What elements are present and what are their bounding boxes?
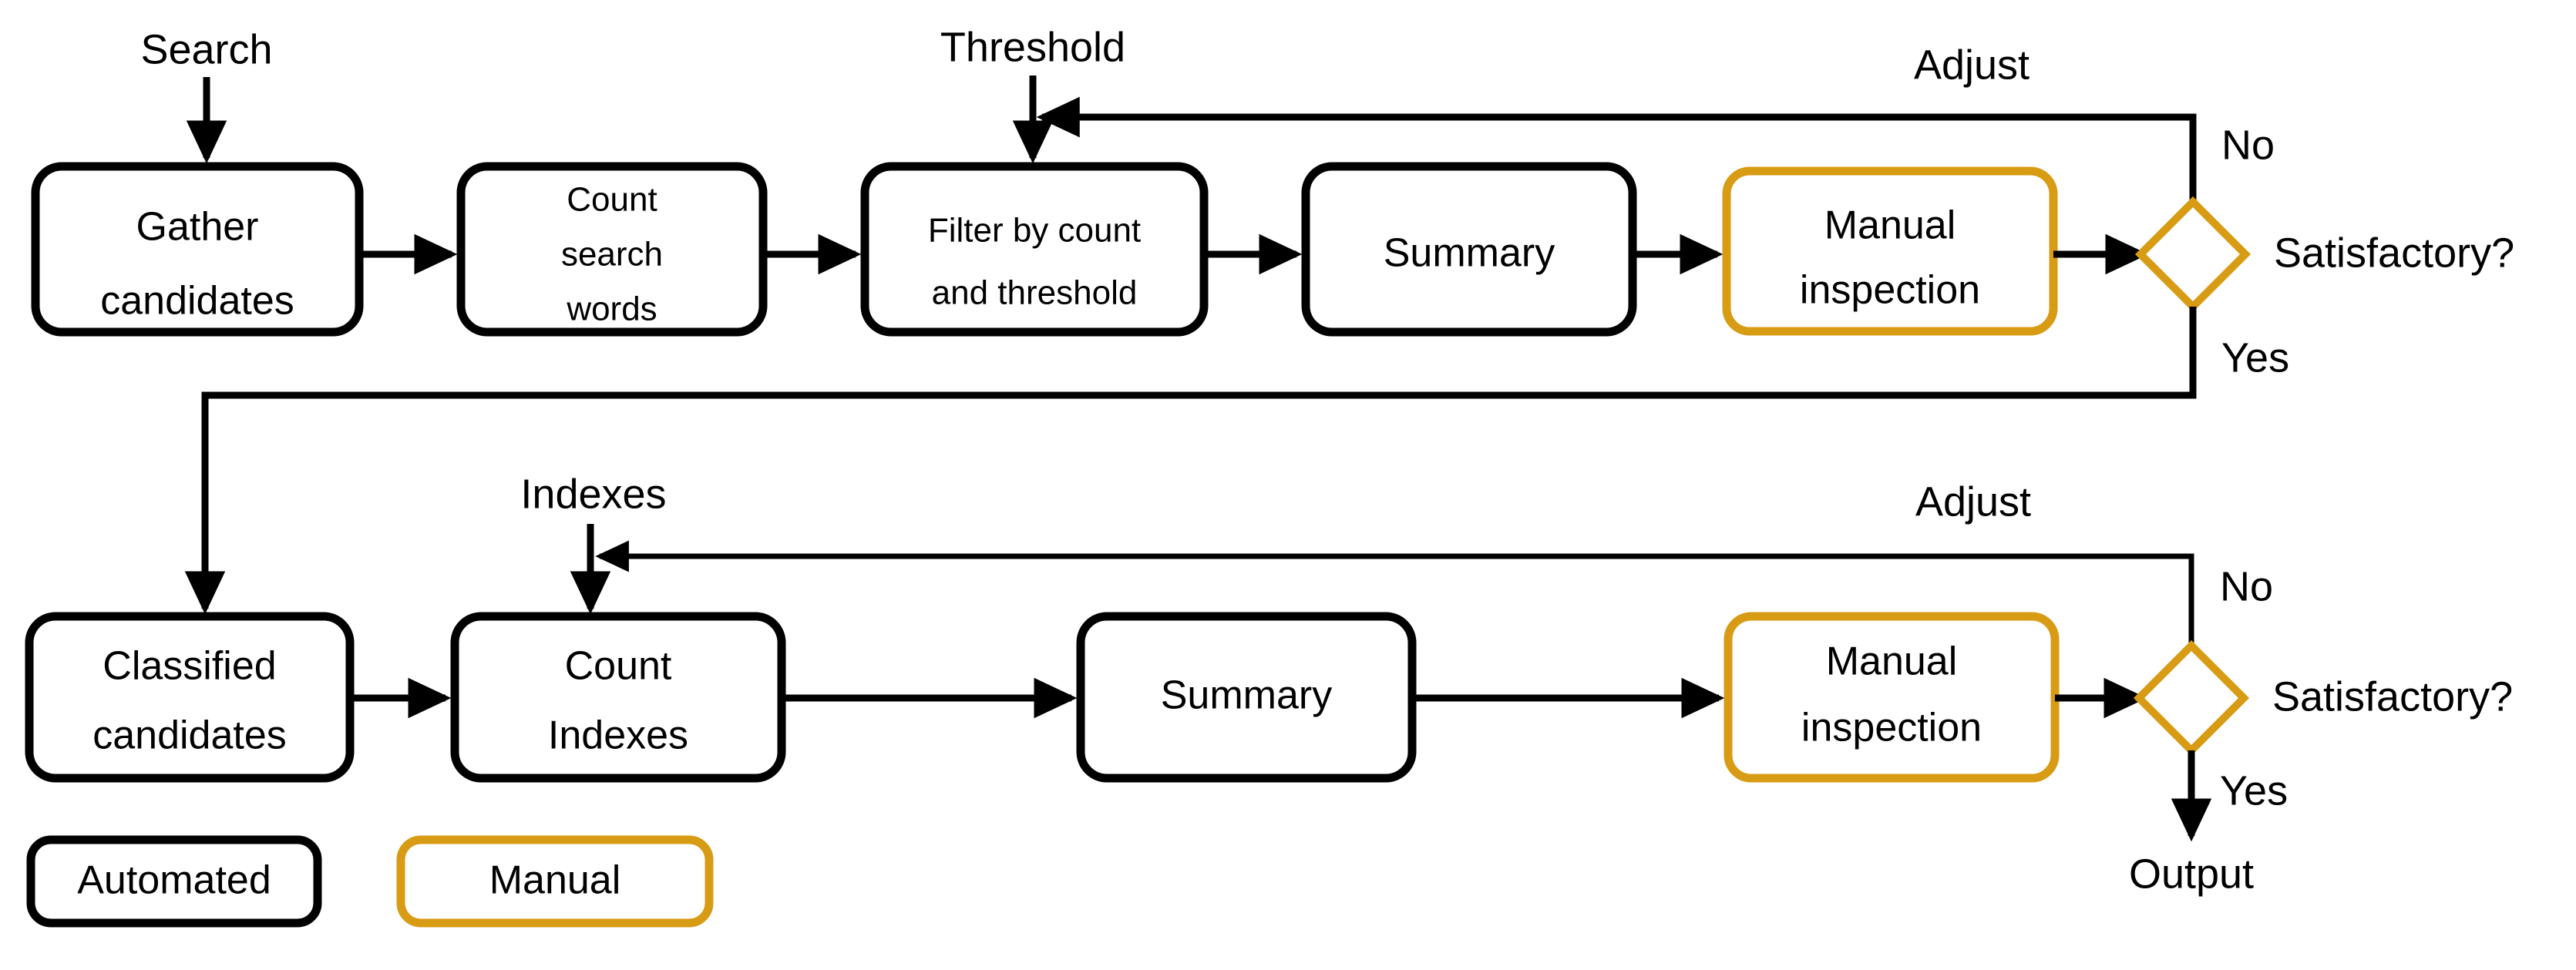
- decision-satisfactory-row1-label: Satisfactory?: [2274, 230, 2514, 276]
- decision-satisfactory-row2[interactable]: [2133, 639, 2250, 757]
- node-gather-candidates-line2: candidates: [100, 279, 294, 324]
- node-manual-inspection-row2-line1: Manual: [1826, 639, 1958, 684]
- node-filter-line1: Filter by count: [928, 212, 1141, 250]
- node-classified-candidates-line2: candidates: [92, 713, 287, 758]
- node-gather-candidates[interactable]: [31, 162, 364, 337]
- legend-manual-swatch: [396, 835, 714, 928]
- node-gather-candidates-line1: Gather: [136, 205, 259, 250]
- node-count-search-words-line1: Count: [567, 181, 657, 219]
- output-label: Output: [2129, 851, 2254, 897]
- node-filter-line2: and threshold: [932, 274, 1138, 312]
- row2-no-label: No: [2220, 563, 2273, 609]
- node-manual-inspection-row1-line1: Manual: [1824, 203, 1956, 248]
- row1-threshold-label: Threshold: [940, 24, 1125, 70]
- row2-yes-label: Yes: [2220, 767, 2288, 814]
- row1-input-label: Search: [140, 26, 272, 72]
- node-summary-row1[interactable]: [1301, 162, 1637, 337]
- legend-manual-label: Manual: [489, 858, 621, 903]
- node-manual-inspection-row2-line2: inspection: [1801, 706, 1982, 750]
- row1-yes-label: Yes: [2221, 334, 2289, 381]
- legend-automated-label: Automated: [77, 858, 271, 903]
- node-summary-row1-label: Summary: [1384, 231, 1555, 276]
- row2-indexes-label: Indexes: [520, 471, 666, 517]
- node-count-indexes-line1: Count: [565, 644, 672, 689]
- legend-automated-swatch: [26, 835, 322, 928]
- node-filter-by-count-and-threshold[interactable]: [860, 162, 1209, 337]
- node-manual-inspection-row1-line2: inspection: [1800, 268, 1980, 313]
- row2-adjust-label: Adjust: [1915, 478, 2031, 525]
- row1-adjust-label: Adjust: [1914, 42, 2030, 88]
- node-count-search-words-line3: words: [566, 290, 657, 328]
- decision-satisfactory-row2-label: Satisfactory?: [2272, 673, 2513, 720]
- node-count-indexes-line2: Indexes: [548, 713, 688, 758]
- row1-yes-to-row2-path: [184, 307, 2197, 615]
- node-count-search-words-line2: search: [561, 236, 663, 274]
- node-summary-row2-label: Summary: [1161, 673, 1332, 718]
- row1-no-label: No: [2221, 122, 2275, 168]
- node-count-search-words[interactable]: [456, 162, 768, 337]
- node-classified-candidates-line1: Classified: [103, 644, 276, 689]
- decision-satisfactory-row1[interactable]: [2134, 196, 2251, 313]
